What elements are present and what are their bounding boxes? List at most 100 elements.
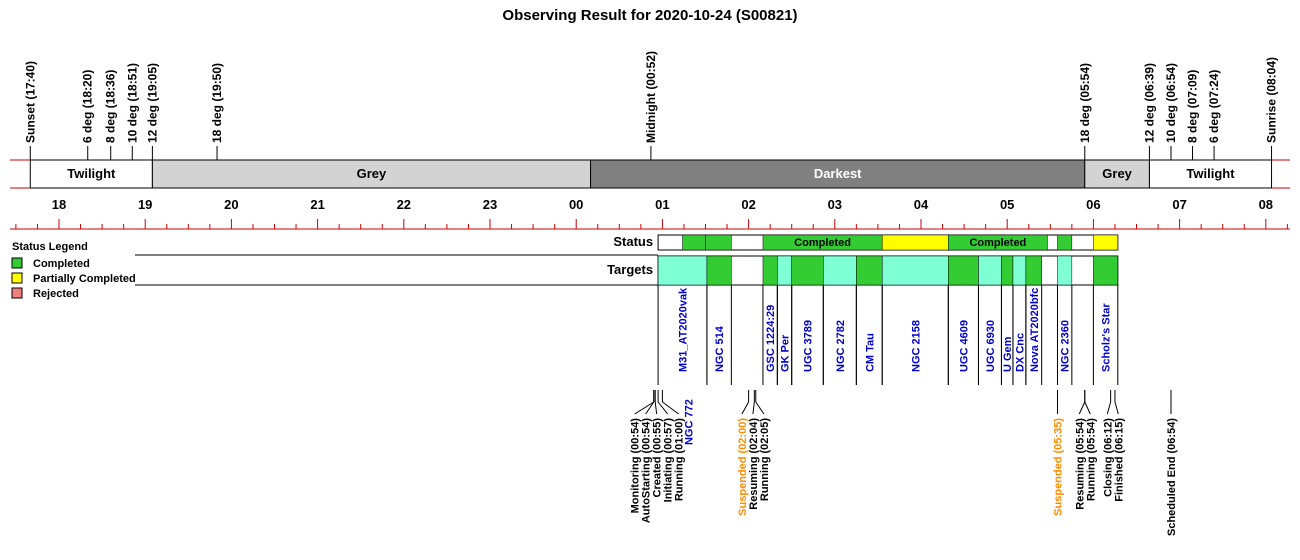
target-label-below: NGC 772	[683, 399, 695, 445]
target-bar-cm-tau	[856, 255, 883, 286]
log-event-label: Monitoring (00:54)	[630, 418, 642, 514]
status-segment-completed	[682, 234, 706, 251]
log-event-label: Created (00:55)	[652, 418, 664, 498]
sky-band-label: Twilight	[67, 166, 116, 181]
log-event-leader	[1078, 401, 1086, 415]
hour-tick-label: 23	[483, 197, 497, 212]
log-event-leader	[1084, 401, 1091, 415]
target-bar-ngc-514	[706, 255, 732, 286]
target-label: NGC 2782	[835, 320, 847, 372]
legend-label-completed: Completed	[33, 258, 90, 270]
legend-label-partially-completed: Partially Completed	[33, 273, 136, 285]
status-segment-partial	[1093, 234, 1119, 251]
sky-event-label: 12 deg (19:05)	[145, 63, 159, 143]
target-bar-dx-cnc	[1012, 255, 1027, 286]
log-event-label: Initiating (00:57)	[663, 418, 675, 503]
sky-event-label: 10 deg (06:54)	[1164, 63, 1178, 143]
target-label: NGC 2360	[1060, 320, 1072, 372]
sky-band-label: Grey	[1102, 166, 1132, 181]
log-event-label: Suspended (05:35)	[1052, 418, 1064, 516]
status-segment-completed	[948, 234, 1048, 251]
log-event-label: Resuming (02:04)	[748, 418, 760, 510]
sky-event-label: 12 deg (06:39)	[1142, 63, 1156, 143]
target-bar-gsc-1224-29	[762, 255, 778, 286]
sky-band-twilight	[29, 159, 153, 189]
target-bar-gk-per	[777, 255, 792, 286]
log-event-label: Suspended (02:00)	[737, 418, 749, 516]
log-event-label: Running (01:00)	[674, 418, 686, 501]
sky-band-label: Twilight	[1186, 166, 1235, 181]
legend-swatch-rejected	[11, 287, 23, 299]
sky-event-label: 6 deg (18:20)	[81, 70, 95, 143]
sky-event-label: 18 deg (19:50)	[210, 63, 224, 143]
hour-tick-label: 00	[569, 197, 583, 212]
target-label: CM Tau	[864, 333, 876, 372]
target-bar-nova-at2020bfc	[1025, 255, 1042, 286]
sky-event-label: 8 deg (18:36)	[104, 70, 118, 143]
log-event-label: Finished (06:15)	[1113, 418, 1125, 502]
sky-event-label: Midnight (00:52)	[644, 51, 658, 143]
log-event-leader	[634, 401, 655, 415]
hour-tick-label: 21	[310, 197, 324, 212]
target-bar-ugc-6930	[978, 255, 1002, 286]
log-event-leader	[1114, 401, 1119, 415]
status-row-label: Status	[613, 234, 653, 249]
status-segment-partial	[881, 234, 949, 251]
target-label: NGC 514	[714, 325, 726, 372]
legend-swatch-partially-completed	[11, 272, 23, 284]
legend-label-rejected: Rejected	[33, 288, 79, 300]
log-event-leader	[645, 401, 655, 415]
hour-tick-label: 02	[741, 197, 755, 212]
target-label: UGC 6930	[985, 320, 997, 372]
target-label: U Gem	[1002, 336, 1014, 372]
log-event-leader	[654, 401, 658, 415]
hour-tick-label: 18	[52, 197, 66, 212]
hour-tick-label: 07	[1172, 197, 1186, 212]
log-event-leader	[662, 401, 679, 415]
sky-event-markers: Sunset (17:40) 6 deg (18:20) 8 deg (18:36)…	[23, 51, 1279, 160]
target-label: NGC 2158	[910, 320, 922, 372]
sky-event-label: 18 deg (05:54)	[1078, 63, 1092, 143]
hour-tick-label: 05	[1000, 197, 1014, 212]
sky-band-label: Grey	[357, 166, 387, 181]
sky-band-grey	[1084, 159, 1150, 189]
target-bar-m31-at2020vak	[657, 255, 708, 286]
log-event-label: Closing (06:12)	[1102, 418, 1114, 497]
hour-tick-label: 03	[828, 197, 842, 212]
status-segment-completed	[1057, 234, 1073, 251]
target-label: GK Per	[780, 334, 792, 372]
log-event-label: Running (02:05)	[759, 418, 771, 501]
hour-tick-label: 04	[914, 197, 929, 212]
sky-bands: Twilight Grey Darkest Grey Twilight	[10, 159, 1290, 189]
hour-tick-label: 22	[397, 197, 411, 212]
status-segment-completed	[705, 234, 732, 251]
sky-band-darkest	[590, 159, 1086, 189]
legend-title: Status Legend	[12, 241, 88, 253]
hour-axis: 18 19 20 21 22 23 00 01 02 03 04 05 06 07 08	[10, 197, 1290, 230]
target-label: DX Cnc	[1014, 333, 1026, 372]
hour-tick-label: 08	[1259, 197, 1273, 212]
target-label: Nova AT2020bfc	[1029, 288, 1041, 372]
target-bar-ngc-2782	[823, 255, 857, 286]
target-bar-ugc-3789	[791, 255, 824, 286]
target-bar-u-gem	[1001, 255, 1014, 286]
target-label: UGC 3789	[803, 320, 815, 372]
hour-tick-label: 01	[655, 197, 669, 212]
sky-band-twilight	[1148, 159, 1273, 189]
hour-tick-label: 19	[138, 197, 152, 212]
sky-band-label: Darkest	[814, 166, 862, 181]
sky-event-label: 8 deg (07:09)	[1186, 70, 1200, 143]
target-bar-ngc-2360	[1057, 255, 1073, 286]
sky-event-label: 10 deg (18:51)	[125, 63, 139, 143]
log-event-leader	[657, 401, 669, 415]
log-event-label: Resuming (05:54)	[1074, 418, 1086, 510]
target-bar-ugc-4609	[948, 255, 979, 286]
hour-tick-label: 06	[1086, 197, 1100, 212]
log-events: Monitoring (00:54)AutoStarting (00:54)Cr…	[630, 390, 1178, 536]
hour-tick-label: 20	[224, 197, 238, 212]
sky-event-label: Sunset (17:40)	[23, 61, 37, 143]
target-label: Scholz's Star	[1101, 303, 1113, 372]
